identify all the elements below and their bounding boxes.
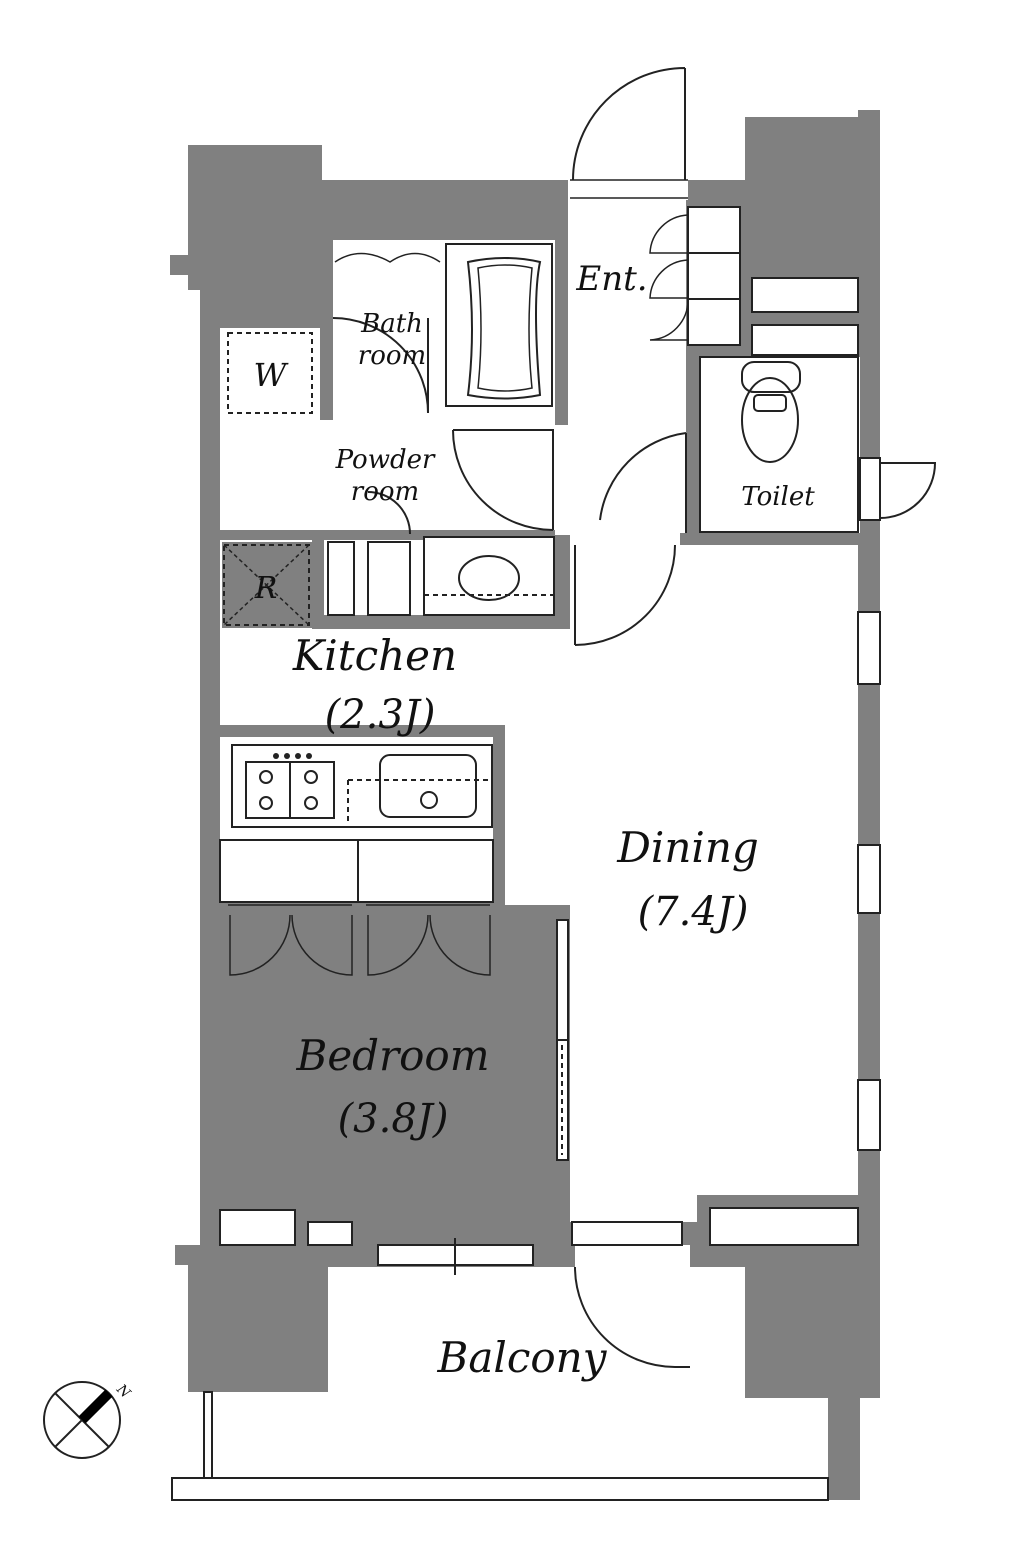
cabinets [219,206,859,1246]
refrigerator-label: R [254,571,278,606]
sink-icon [347,754,490,823]
powder-label-line2: room [351,477,419,507]
bath-label-line1: Bath [360,309,423,339]
washer-box [227,332,313,414]
bathtub-icon [466,257,542,400]
bedroom-name: Bedroom [295,1031,489,1080]
compass-icon: N [43,1381,134,1459]
bedroom-size: (3.8J) [338,1096,449,1142]
dining-name: Dining [616,823,759,872]
room-labels: Ent. Bath room W Powder room Toilet R Ki… [254,259,816,1382]
stove-icon [245,753,335,819]
north-label: N [112,1381,133,1402]
refrigerator-box [223,544,310,626]
toilet-icon [741,361,801,463]
balcony-label: Balcony [437,1333,608,1382]
bath-label-line2: room [358,341,426,371]
fixtures [223,243,859,828]
entrance-label: Ent. [575,259,647,299]
kitchen-size: (2.3J) [325,692,436,738]
balcony-railing [171,1391,829,1501]
dining-size: (7.4J) [638,889,749,935]
powder-label-line1: Powder [335,445,436,475]
kitchen-name: Kitchen [292,631,457,680]
washer-label: W [254,356,290,394]
doors [228,67,937,1368]
toilet-label: Toilet [741,482,815,512]
